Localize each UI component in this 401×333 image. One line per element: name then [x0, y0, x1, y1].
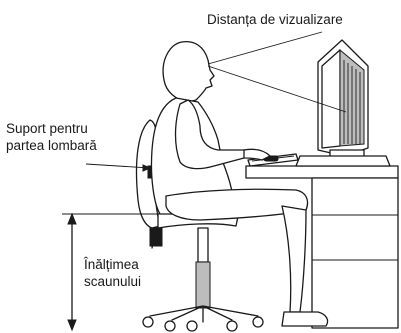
seat-lever: [149, 227, 163, 247]
desk-top: [245, 165, 399, 179]
arrowhead-down: [67, 319, 77, 332]
lumbar-support-label-line2: partea lombară: [6, 138, 97, 153]
caster: [226, 320, 238, 332]
desk-drawer-pedestal: [311, 177, 399, 329]
person-hand: [243, 148, 271, 161]
monitor: [295, 39, 391, 167]
monitor-screen: [321, 49, 341, 149]
seat-height-label-line1: Înălțimea: [84, 257, 139, 272]
monitor-base-unit: [295, 155, 391, 167]
seated-person: [150, 40, 329, 327]
caster: [164, 320, 176, 332]
arrowhead-up: [67, 212, 77, 225]
lumbar-support-label-line1: Suport pentru: [6, 121, 88, 136]
chair-column: [197, 227, 209, 263]
person-head: [162, 40, 215, 103]
person-foot: [281, 311, 329, 327]
viewing-distance-lines: [207, 31, 347, 113]
chair-base: [149, 305, 259, 323]
caster: [252, 316, 264, 328]
caster: [186, 320, 198, 332]
seat-height-dimension: [62, 212, 158, 332]
caster: [142, 316, 154, 328]
chair-cylinder: [195, 261, 211, 309]
seat-height-label-line2: scaunului: [84, 274, 142, 289]
person-lower-leg: [281, 205, 307, 313]
viewing-distance-label: Distanța de vizualizare: [207, 12, 343, 27]
desk: [245, 165, 399, 329]
lumbar-pointer: [85, 163, 152, 172]
